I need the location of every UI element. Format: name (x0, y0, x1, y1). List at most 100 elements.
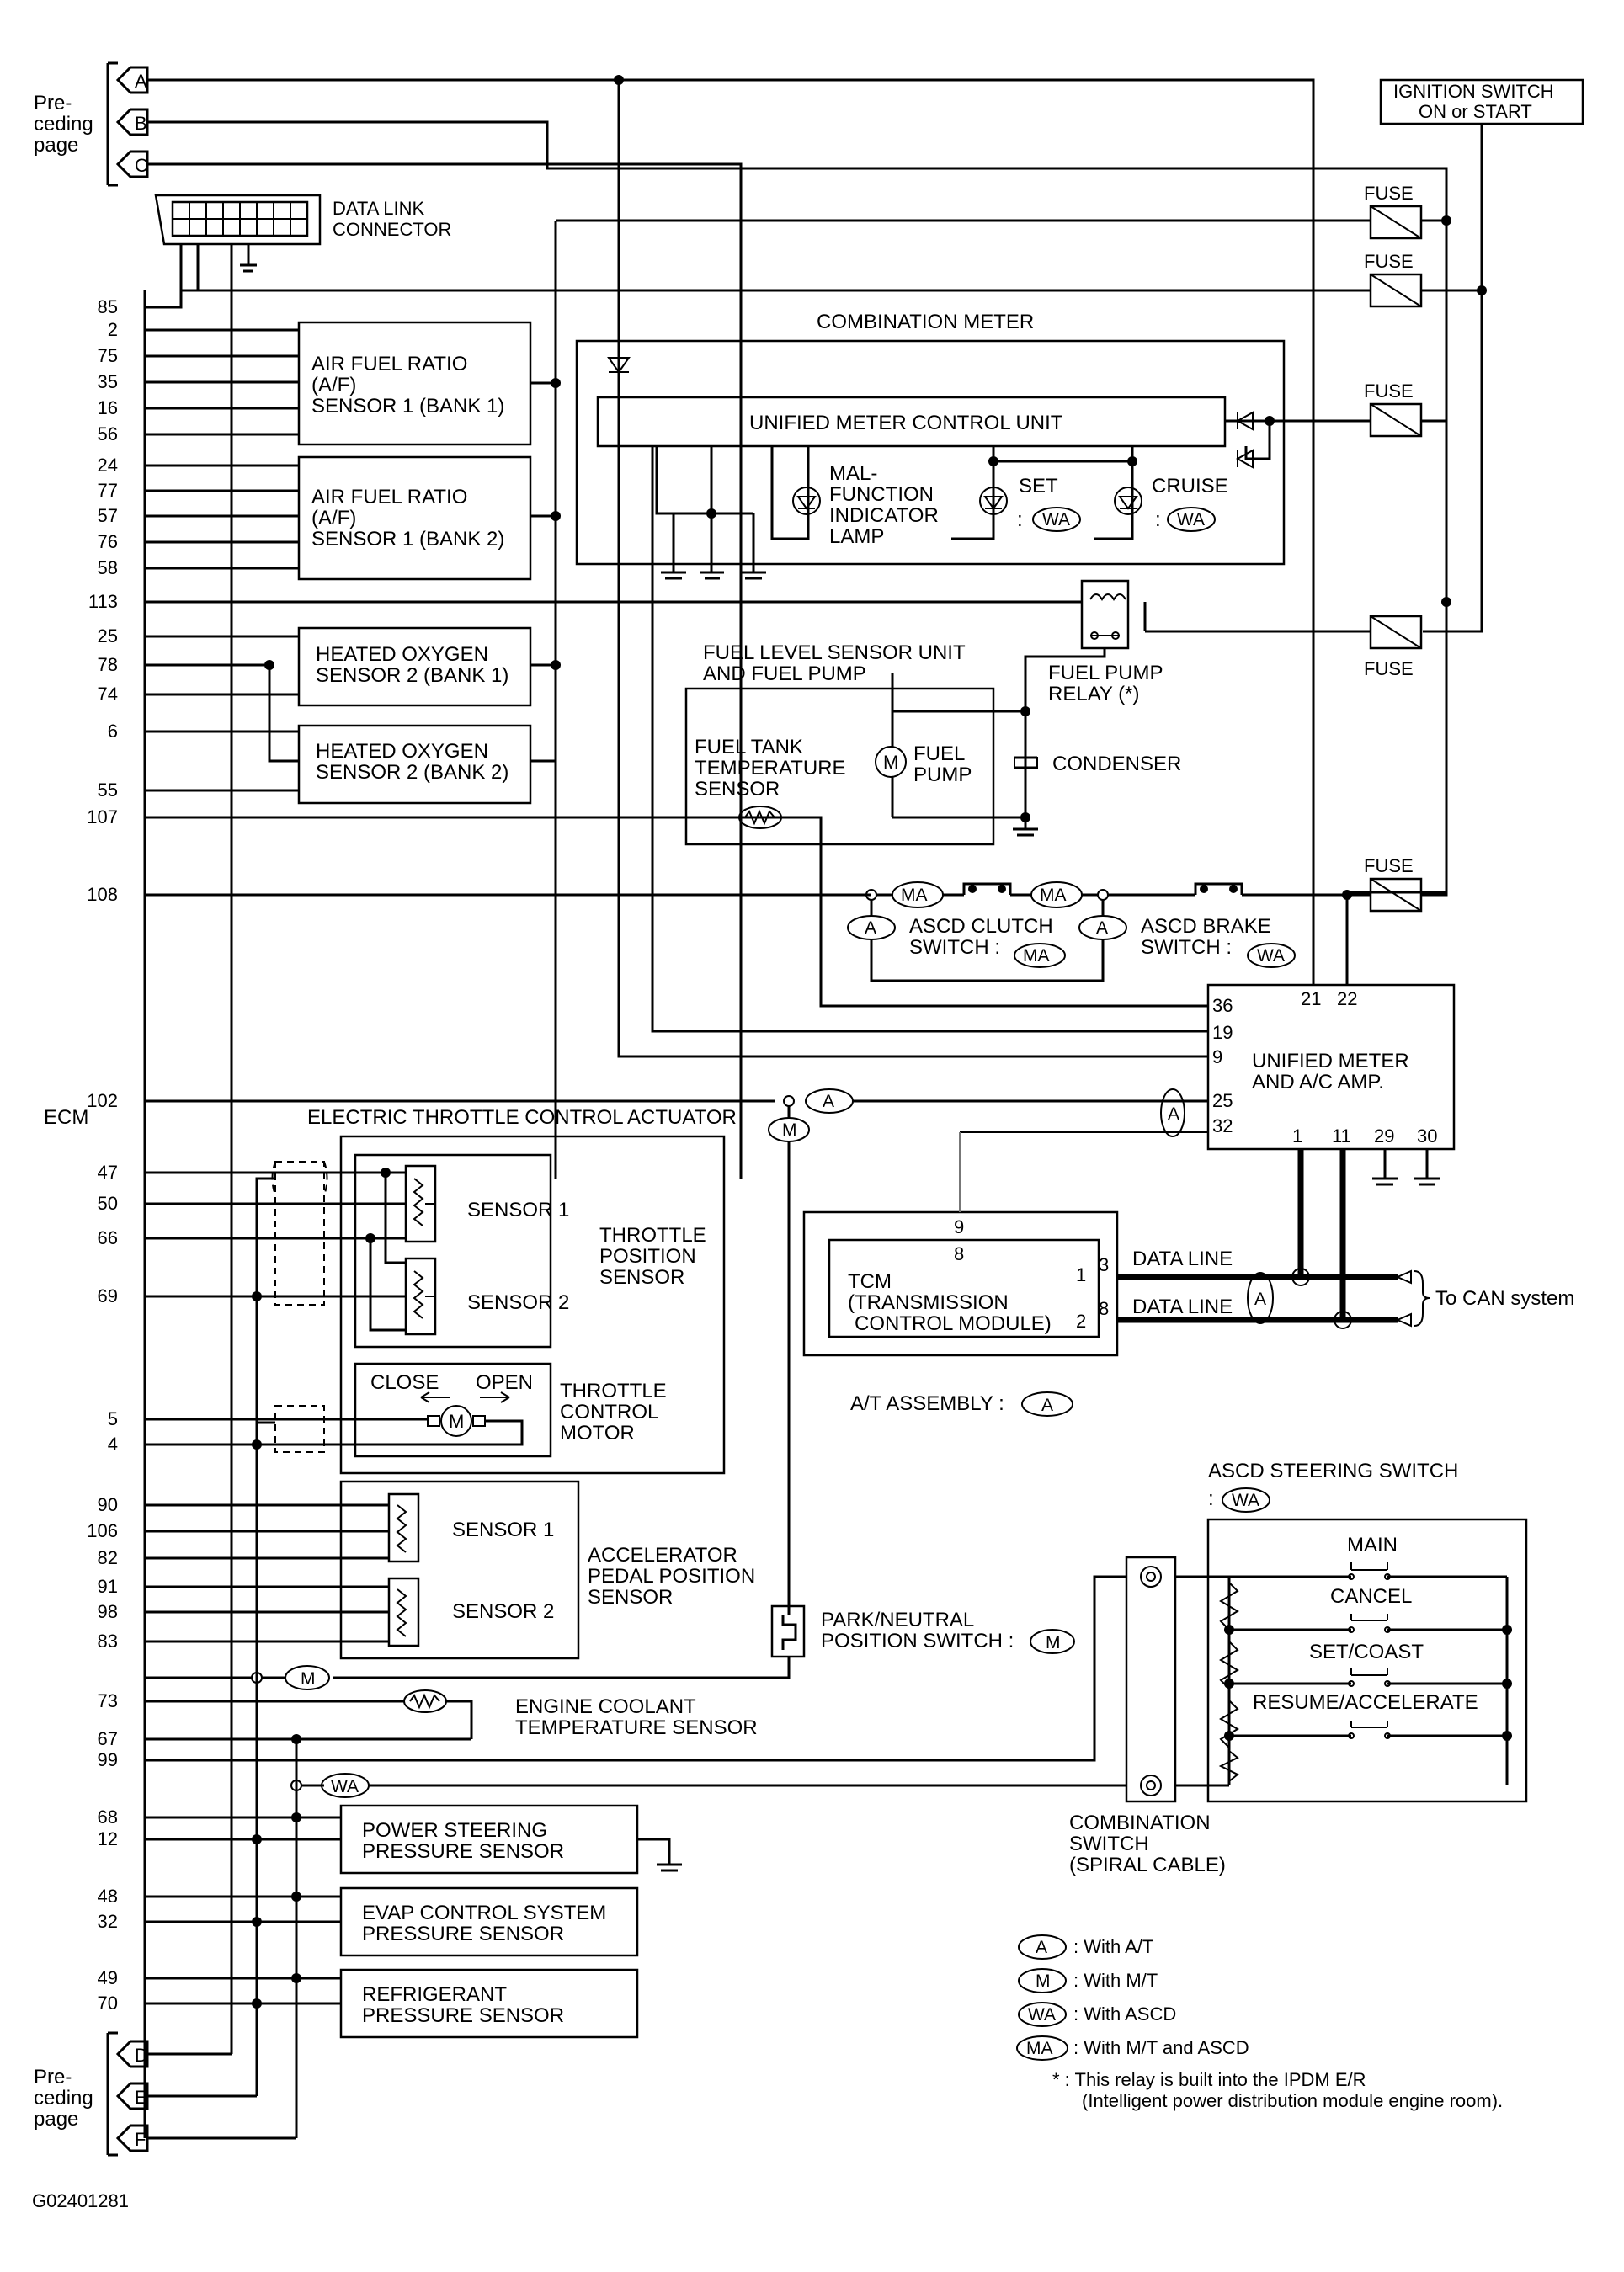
svg-text:IGNITION SWITCH: IGNITION SWITCH (1393, 81, 1554, 102)
svg-text:1: 1 (1292, 1125, 1302, 1147)
svg-text:E: E (135, 2087, 147, 2108)
svg-text:THROTTLE: THROTTLE (560, 1380, 667, 1402)
svg-text:F: F (135, 2129, 146, 2150)
svg-text:5: 5 (108, 1408, 118, 1429)
svg-text:COMBINATION METER: COMBINATION METER (817, 311, 1034, 333)
svg-text:SET/COAST: SET/COAST (1309, 1641, 1424, 1663)
figure-code: G02401281 (32, 2190, 129, 2211)
svg-text:OPEN: OPEN (476, 1371, 533, 1394)
svg-text:SENSOR 2 (BANK 2): SENSOR 2 (BANK 2) (316, 761, 508, 784)
preceding-page-bottom: Pre- ceding page (34, 2031, 118, 2157)
svg-text:POSITION SWITCH :: POSITION SWITCH : (821, 1630, 1014, 1652)
svg-text:ASCD CLUTCH: ASCD CLUTCH (909, 915, 1053, 938)
connector-a-top: A (115, 66, 149, 94)
ascd-brake-switch-symbol (1194, 882, 1243, 895)
ascd-a-left: A (847, 915, 896, 940)
svg-text:74: 74 (98, 684, 118, 705)
legend-item-ma: MA : With M/T and ASCD (1016, 2035, 1249, 2061)
ascd-steering-switch: ASCD STEERING SWITCH : WA (1206, 1460, 1528, 1803)
svg-text:91: 91 (98, 1576, 118, 1597)
svg-text:FUSE: FUSE (1364, 855, 1414, 876)
svg-text:FUNCTION: FUNCTION (829, 483, 934, 506)
svg-text:75: 75 (98, 345, 118, 366)
svg-text:MA: MA (1040, 886, 1067, 905)
svg-text:MOTOR: MOTOR (560, 1422, 635, 1445)
svg-text:30: 30 (1417, 1125, 1437, 1147)
svg-text:67: 67 (98, 1728, 118, 1749)
svg-text:2: 2 (108, 319, 118, 340)
svg-text:SENSOR 1: SENSOR 1 (452, 1519, 554, 1541)
svg-text:FUEL LEVEL SENSOR UNIT: FUEL LEVEL SENSOR UNIT (703, 641, 966, 664)
svg-text:76: 76 (98, 531, 118, 552)
svg-text:To CAN system: To CAN system (1435, 1287, 1574, 1310)
svg-text:106: 106 (87, 1520, 118, 1541)
svg-text:36: 36 (1212, 995, 1233, 1016)
park-neutral-switch: PARK/NEUTRAL POSITION SWITCH : M (770, 1604, 1075, 1658)
svg-text::: : (1155, 508, 1161, 531)
svg-text:A: A (823, 1092, 834, 1111)
svg-text:WA: WA (1257, 946, 1285, 966)
svg-text:AND A/C AMP.: AND A/C AMP. (1252, 1071, 1384, 1093)
svg-text:TEMPERATURE: TEMPERATURE (695, 757, 846, 780)
svg-text:3: 3 (1099, 1254, 1109, 1275)
svg-text:G02401281: G02401281 (32, 2190, 129, 2211)
svg-text:113: 113 (88, 591, 118, 612)
svg-text:21: 21 (1301, 988, 1321, 1009)
svg-text:FUEL: FUEL (913, 742, 965, 765)
svg-text:PRESSURE SENSOR: PRESSURE SENSOR (362, 2004, 564, 2027)
svg-text:MA: MA (901, 886, 928, 905)
data-line-labels: DATA LINE DATA LINE (1132, 1248, 1233, 1318)
svg-text:CONNECTOR: CONNECTOR (333, 219, 451, 240)
svg-text:WA: WA (1177, 510, 1205, 529)
ascd-main-button: MAIN (1229, 1534, 1507, 1580)
svg-text:SENSOR 1 (BANK 1): SENSOR 1 (BANK 1) (311, 395, 504, 418)
svg-text:ENGINE COOLANT: ENGINE COOLANT (515, 1695, 696, 1718)
svg-text:POWER STEERING: POWER STEERING (362, 1819, 547, 1842)
svg-text:REFRIGERANT: REFRIGERANT (362, 1983, 507, 2006)
svg-text:SET: SET (1019, 475, 1058, 497)
svg-text:A/T ASSEMBLY :: A/T ASSEMBLY : (850, 1392, 1004, 1415)
svg-text:: With M/T: : With M/T (1073, 1970, 1158, 1991)
ascd-ma-left: MA (892, 881, 944, 908)
svg-text:THROTTLE: THROTTLE (599, 1224, 706, 1247)
ascd-clutch-switch: ASCD CLUTCH SWITCH : MA (909, 915, 1066, 968)
throttle-position-sensor: SENSOR 1 SENSOR 2 THROTTLE POSITION SENS… (354, 1153, 706, 1349)
svg-text:A: A (865, 918, 876, 938)
evap-pressure-sensor: EVAP CONTROL SYSTEM PRESSURE SENSOR (339, 1886, 639, 1957)
svg-text:ON or START: ON or START (1419, 101, 1532, 122)
svg-text:A: A (1036, 1938, 1047, 1957)
tcm-a-option: A (1247, 1272, 1274, 1324)
svg-text:M: M (1046, 1633, 1061, 1652)
legend-item-m: M : With M/T (1018, 1968, 1158, 1993)
svg-text:page: page (34, 134, 78, 157)
svg-text:(A/F): (A/F) (311, 507, 356, 529)
svg-text:29: 29 (1374, 1125, 1394, 1147)
svg-text:73: 73 (98, 1690, 118, 1711)
svg-text:83: 83 (98, 1631, 118, 1652)
af-sensor-bank2: AIR FUEL RATIO (A/F) SENSOR 1 (BANK 2) (297, 455, 532, 581)
svg-text:B: B (135, 113, 147, 134)
svg-text:CONTROL: CONTROL (560, 1401, 658, 1423)
ascd-clutch-switch-symbol (962, 882, 1012, 895)
svg-text:A: A (1168, 1104, 1179, 1124)
svg-text:CRUISE: CRUISE (1152, 475, 1228, 497)
svg-text:DATA LINE: DATA LINE (1132, 1296, 1233, 1318)
svg-text:77: 77 (98, 480, 118, 501)
svg-text:FUEL PUMP: FUEL PUMP (1048, 662, 1163, 684)
svg-text:page: page (34, 2108, 78, 2131)
ho2s-bank2: HEATED OXYGEN SENSOR 2 (BANK 2) (297, 724, 532, 805)
svg-text:PEDAL POSITION: PEDAL POSITION (588, 1565, 755, 1588)
svg-text:MA: MA (1026, 2039, 1053, 2058)
svg-text:32: 32 (98, 1911, 118, 1932)
svg-text:(TRANSMISSION: (TRANSMISSION (848, 1291, 1009, 1314)
svg-text:70: 70 (98, 1993, 118, 2014)
svg-text:SWITCH :: SWITCH : (1141, 936, 1232, 959)
svg-text:19: 19 (1212, 1022, 1233, 1043)
svg-text:ceding: ceding (34, 2087, 93, 2110)
fuse-2: FUSE (1364, 251, 1423, 308)
combination-meter: COMBINATION METER (575, 311, 1286, 566)
svg-text:90: 90 (98, 1494, 118, 1515)
svg-text:A: A (135, 71, 147, 92)
svg-text:55: 55 (98, 780, 118, 801)
svg-text:AIR FUEL RATIO: AIR FUEL RATIO (311, 486, 467, 508)
